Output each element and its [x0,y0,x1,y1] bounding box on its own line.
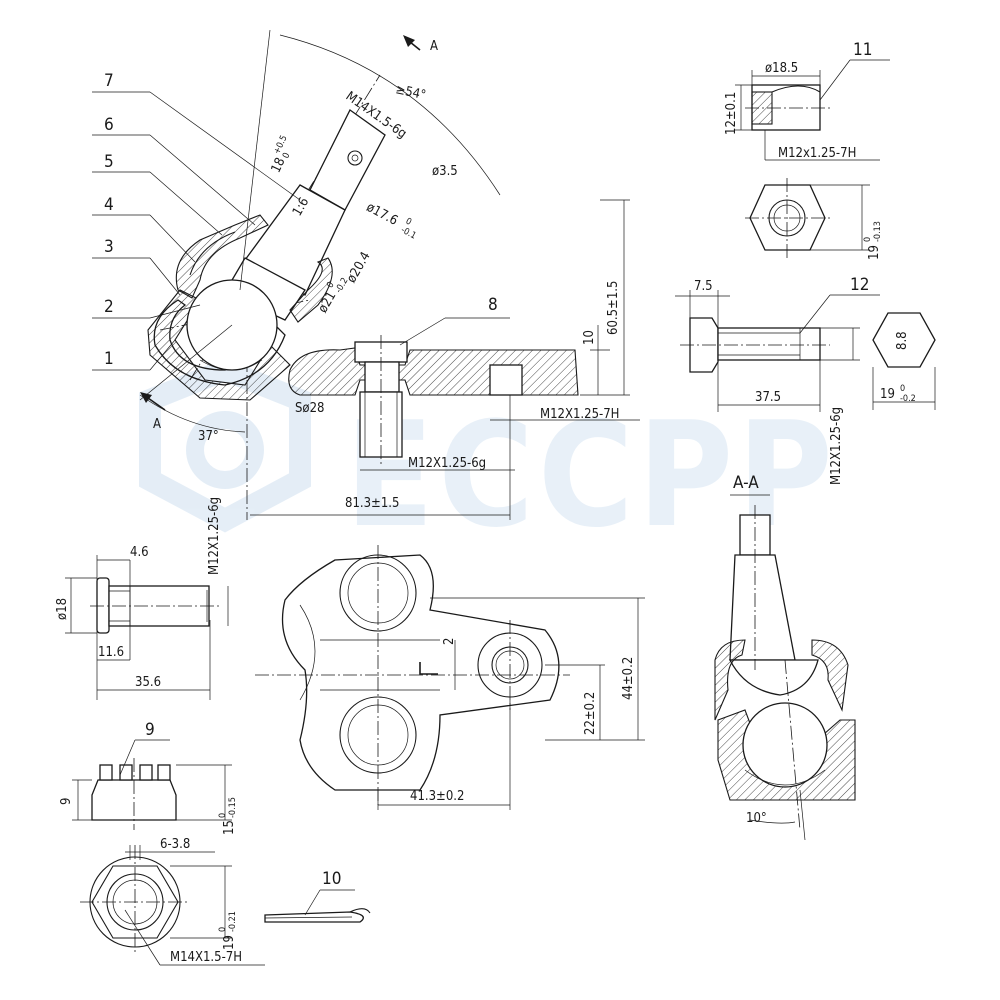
part-number-10: 10 [322,869,341,889]
dim-bolt-thread-vertical: M12X1.25-6g [207,497,222,575]
part-number-4: 4 [104,195,114,215]
dim-angle-37: 37° [198,429,219,444]
dim-plate-41-3: 41.3±0.2 [410,789,464,804]
main-ball-joint-assembly: 7 6 5 4 3 2 1 8 A A ≥54 [92,29,640,520]
dim-bolt12-7-5: 7.5 [694,279,713,294]
dim-bolt-35-6: 35.6 [135,675,161,690]
dim-nut9-w19: 19 [222,935,237,950]
part-number-1: 1 [104,349,114,369]
control-arm [288,341,579,396]
dim-bolt12-w19: 19 [880,387,895,402]
dim-bolt-d18: ø18 [55,598,70,620]
eccpp-watermark: ECCPP [139,358,833,560]
dim-width-81-3: 81.3±1.5 [345,496,399,511]
part-number-2: 2 [104,297,114,317]
dim-d17-6: ø17.6 0 -0.1 [364,200,418,242]
svg-text:0: 0 [863,237,873,242]
dim-nut9-slots: 6-3.8 [160,837,190,852]
ball-stud [224,109,386,321]
section-marker-a-top: A [430,39,438,54]
part-number-12: 12 [850,275,869,295]
dim-angle-54: ≥54° [394,82,427,103]
dim-plate-22: 22±0.2 [583,692,598,735]
dim-section-angle-10: 10° [746,811,767,826]
section-marker-a-bottom: A [153,417,161,432]
svg-text:0: 0 [325,281,336,290]
nut-11-top-view: 19 0 -0.13 [745,178,883,260]
svg-text:0: 0 [218,813,228,818]
castle-nut-9-side-view: 9 9 15 0 -0.15 [59,720,238,835]
dim-bolt12-thread: M12X1.25-6g [829,407,844,485]
section-label-a-a: A-A [733,473,759,493]
arm-bolt [359,335,403,465]
bolt-12-side-view: 12 7.5 37.5 M12X1.25-6g [675,275,880,485]
bolt-12-end-view: 8.8 19 0 -0.2 [872,312,936,410]
dim-nut11-h12: 12±0.1 [724,92,739,135]
dim-nut9-h9: 9 [59,798,74,805]
svg-text:-0.1: -0.1 [399,225,418,241]
dim-nut11-w19: 19 [867,245,882,260]
dim-nut11-d18-5: ø18.5 [765,61,798,76]
bolt-left-view: M12X1.25-6g 4.6 ø18 11.6 35.6 [55,497,229,700]
section-a-a-view: A-A 10° [714,473,856,841]
cotter-pin-10: 10 [264,869,371,923]
dim-height-60-5: 60.5±1.5 [606,281,621,335]
dim-d3-5: ø3.5 [432,164,458,179]
part-number-3: 3 [104,237,114,257]
dim-length-18: 18 +0.5 0 [269,134,293,175]
nut-11-side-view: 11 ø18.5 12±0.1 M12x1.25-7H [724,40,890,161]
dim-height-10: 10 [582,330,597,345]
svg-text:18: 18 [269,155,289,175]
part-number-5: 5 [104,152,114,172]
dim-bolt-4-6: 4.6 [130,545,149,560]
dim-bolt-11-6: 11.6 [98,645,124,660]
dim-plate-44: 44±0.2 [621,657,636,700]
castle-nut-9-top-view: 6-3.8 19 0 -0.21 M14X1.5-7H [80,837,265,966]
part-number-9: 9 [145,720,155,740]
section-arrow-top [403,35,421,51]
part-number-8: 8 [488,295,498,315]
dim-thread-m12-6g-arm: M12X1.25-6g [408,456,486,471]
dim-nut9-thread: M14X1.5-7H [170,950,242,965]
part-number-11: 11 [853,40,872,60]
svg-text:-0.2: -0.2 [900,394,916,404]
svg-text:ø17.6: ø17.6 [364,200,400,229]
svg-text:0: 0 [404,217,413,228]
dim-bolt12-grade-8-8: 8.8 [895,331,910,350]
svg-text:-0.15: -0.15 [228,797,238,818]
dim-nut9-15: 15 [222,820,237,835]
dim-sphere-28: Sø28 [295,401,324,416]
svg-text:0: 0 [218,927,228,932]
dim-thread-m12-7h: M12X1.25-7H [540,407,619,422]
part-leader-lines [92,91,510,371]
svg-text:-0.21: -0.21 [228,911,238,932]
svg-text:+0.5: +0.5 [272,134,289,156]
svg-text:0: 0 [900,384,905,394]
dim-bolt12-37-5: 37.5 [755,390,781,405]
section-arrow-bottom [140,392,166,411]
dust-boot [175,214,333,323]
part-number-6: 6 [104,115,114,135]
svg-text:0: 0 [281,151,292,160]
dim-plate-2: 2 [442,638,457,645]
mounting-plate-top-view: 2 22±0.2 44±0.2 41.3±0.2 [255,545,645,810]
svg-text:-0.13: -0.13 [873,221,883,242]
part-number-7: 7 [104,71,114,91]
dim-nut11-thread: M12x1.25-7H [778,146,856,161]
